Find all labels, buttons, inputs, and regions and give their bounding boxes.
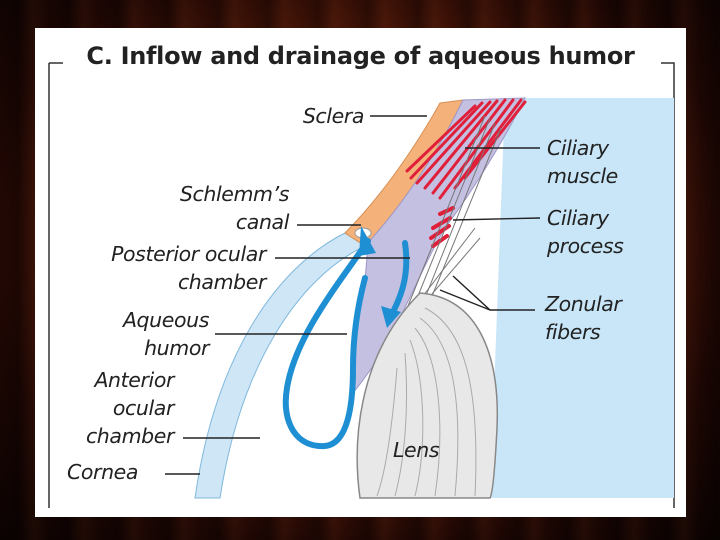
- ciliary-muscle: [405, 98, 527, 200]
- diagram-title: C. Inflow and drainage of aqueous humor: [35, 42, 686, 70]
- flow-arrowhead-upper: [359, 226, 376, 256]
- label-lens: Lens: [393, 438, 440, 462]
- label-cornea: Cornea: [67, 460, 139, 484]
- label-ciliary-muscle: Ciliary muscle: [547, 136, 618, 188]
- label-ciliary-process: Ciliary process: [547, 206, 624, 258]
- label-posterior-ocular-chamber: Posterior ocular chamber: [111, 242, 266, 294]
- flow-arrowhead-lower: [381, 306, 401, 328]
- cornea-region: [194, 232, 367, 499]
- label-zonular-fibers: Zonular fibers: [545, 292, 622, 344]
- diagram-panel: C. Inflow and drainage of aqueous humor …: [35, 28, 686, 517]
- label-anterior-ocular-chamber: Anterior ocular chamber: [85, 368, 174, 448]
- zonular-fibers: [396, 115, 502, 334]
- lens: [356, 292, 499, 499]
- label-schlemms-canal: Schlemm’s canal: [179, 182, 290, 234]
- vitreous-region: [490, 98, 674, 498]
- eye-anatomy-diagram: [48, 62, 675, 508]
- label-sclera: Sclera: [302, 104, 365, 128]
- label-aqueous-humor: Aqueous humor: [122, 308, 209, 360]
- leader-lines: [165, 115, 541, 475]
